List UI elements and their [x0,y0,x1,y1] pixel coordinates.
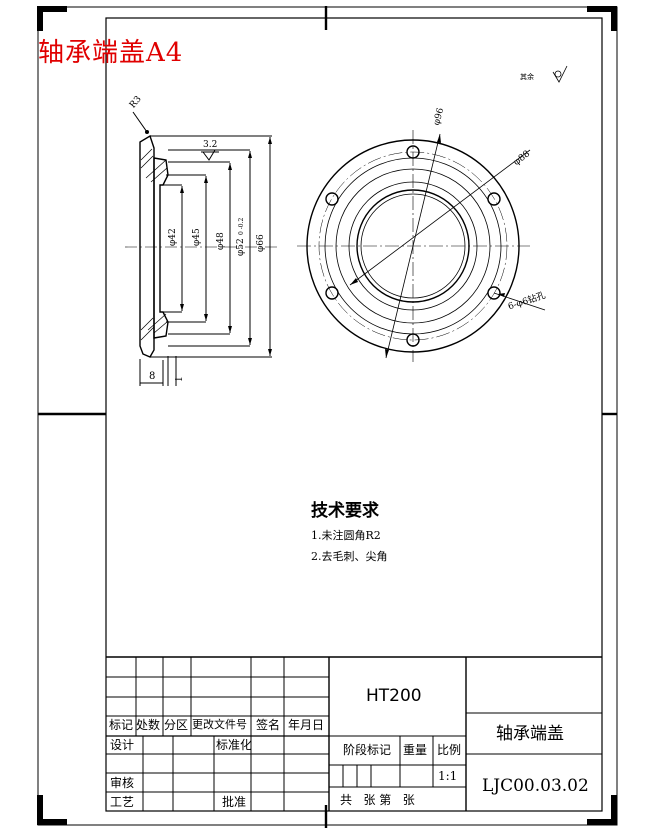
tech-requirement-2: 2.去毛刺、尖角 [311,550,388,563]
tech-requirement-1: 1.未注圆角R2 [311,529,381,542]
dim-d52: φ52 [236,238,246,256]
dim-d66: φ66 [256,234,266,252]
section-view [125,111,280,386]
material-value: HT200 [366,686,422,706]
scale-label: 比例 [437,743,462,757]
rev-header-change-doc: 更改文件号 [192,718,247,731]
rev-header-zone: 分区 [164,718,189,732]
dim-tolerance: 0 -0.2 [238,217,245,235]
dim-d45: φ45 [192,228,202,246]
role-approve: 批准 [222,795,247,809]
role-standardization: 标准化 [216,738,253,752]
centering-marks [38,6,617,828]
tech-requirements-heading: 技术要求 [311,501,379,521]
arrowheads [145,130,272,356]
role-design: 设计 [110,738,135,752]
other-surfaces-note: 其余 [520,73,534,81]
dim-width-1: 1 [175,376,185,382]
inner-frame [105,17,603,812]
dim-width-8: 8 [149,371,156,382]
dim-d42: φ42 [168,228,178,246]
sheet-title: 轴承端盖A4 [38,38,184,68]
plan-view [297,130,546,362]
rev-header-count: 处数 [136,718,161,732]
title-block-lines [106,656,602,811]
outer-frame [37,6,618,826]
roughness-icon [552,65,568,83]
rev-header-mark: 标记 [109,718,134,732]
role-process: 工艺 [110,795,135,809]
corner-marks [37,6,617,825]
sheet-count: 共 张 第 张 [340,793,415,807]
weight-label: 重量 [403,743,428,757]
role-review: 审核 [110,776,135,790]
scale-value: 1:1 [438,769,458,783]
rev-header-sign: 签名 [256,718,281,732]
dim-d48: φ48 [216,232,226,250]
part-name: 轴承端盖 [496,724,564,744]
drawing-number: LJC00.03.02 [482,776,589,796]
stage-label: 阶段标记 [343,743,392,757]
rev-header-date: 年月日 [288,718,325,732]
roughness-callout: 3.2 [203,140,218,150]
